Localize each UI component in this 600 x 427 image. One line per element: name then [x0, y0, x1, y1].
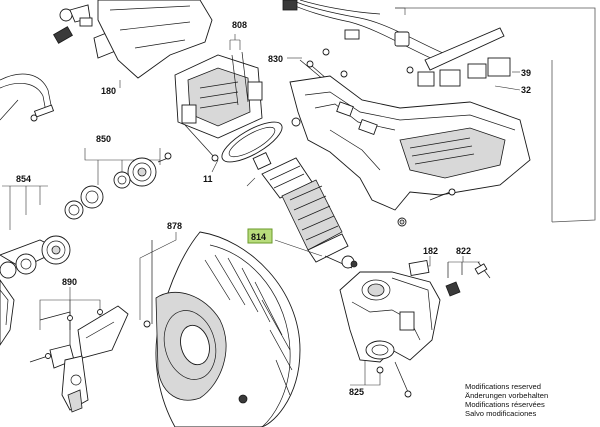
frame-line-top-right [395, 7, 596, 223]
notice-line-1: Modifications reserved [465, 382, 541, 391]
modifications-notice: Modifications reserved Änderungen vorbeh… [465, 382, 548, 418]
gear-housing-825 [339, 271, 441, 398]
armature-814 [246, 152, 358, 269]
label-825: 825 [349, 387, 364, 397]
notice-line-2: Änderungen vorbehalten [465, 391, 548, 400]
label-182: 182 [423, 246, 438, 256]
parts-182-822 [408, 256, 491, 297]
wiring-harness [282, 0, 521, 91]
gear-set-850 [64, 148, 172, 220]
handle-cover-180 [97, 0, 213, 88]
label-32: 32 [521, 85, 531, 95]
brush-ring-11 [211, 121, 283, 173]
label-814-box: 814 [247, 228, 273, 244]
label-890: 890 [62, 277, 77, 287]
label-808: 808 [232, 20, 247, 30]
label-822: 822 [456, 246, 471, 256]
blade-guard-878 [139, 231, 301, 427]
label-854: 854 [16, 174, 31, 184]
bracket-890 [29, 287, 129, 413]
motor-housing [289, 75, 531, 227]
label-850: 850 [96, 134, 111, 144]
notice-line-3: Modifications réservées [465, 400, 545, 409]
label-180: 180 [101, 86, 116, 96]
label-878: 878 [167, 221, 182, 231]
label-830: 830 [268, 54, 283, 64]
label-39: 39 [521, 68, 531, 78]
label-11: 11 [203, 174, 213, 184]
gear-shaft-854 [0, 185, 71, 346]
label-814: 814 [251, 232, 266, 242]
notice-line-4: Salvo modificaciones [465, 409, 537, 418]
cable-assembly [0, 73, 55, 122]
field-housing-808 [174, 34, 263, 162]
